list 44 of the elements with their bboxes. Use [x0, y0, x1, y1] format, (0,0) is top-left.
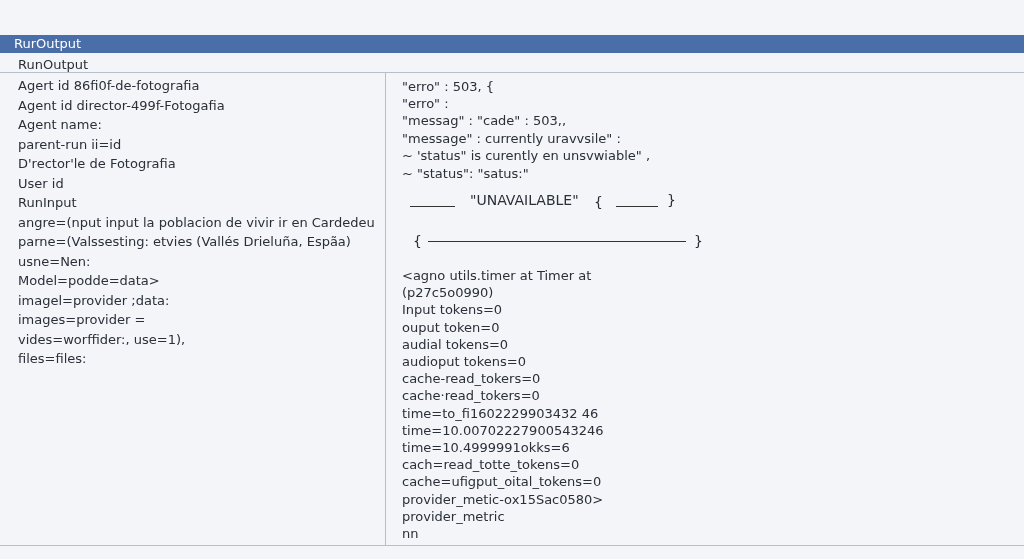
code-line: cach=read_totte_tokens=0: [402, 457, 580, 474]
field-line: usne=Nen:: [18, 253, 91, 270]
code-line: cache=ufigput_oital_tokens=0: [402, 474, 602, 491]
field-line: parent-run ii=id: [18, 136, 122, 153]
code-line: "messag" : "cade" : 503,,: [402, 113, 567, 129]
field-line: images=provider =: [18, 312, 146, 328]
field-line: vides=worffider:, use=1),: [18, 331, 186, 348]
field-line: Agert id 86fi0f-de-fotografia: [18, 78, 200, 94]
field-line: D'rector'le de Fotografia: [18, 156, 176, 172]
code-line: audioput tokens=0: [402, 354, 527, 370]
code-line: provider_metric: [402, 508, 505, 525]
brace: {: [594, 194, 603, 210]
code-line: audial tokens=0: [402, 336, 509, 353]
header-title: RurOutput: [14, 35, 82, 53]
code-line: time=10.00702227900543246: [402, 422, 604, 439]
code-line: (p27c5o0990): [402, 285, 494, 302]
code-line: Input tokens=0: [402, 302, 503, 319]
code-line: time=10.4999991okks=6: [402, 440, 570, 456]
code-line: "UNAVAILABLE": [470, 192, 579, 208]
code-line: "erro" : 503, {: [402, 79, 495, 95]
brace: {: [413, 233, 422, 249]
field-line: imagel=provider ;data:: [18, 292, 170, 309]
brace: }: [694, 233, 703, 249]
code-line: <agno utils.timer at Timer at: [402, 268, 592, 284]
code-line: ~ "status": "satus:": [402, 166, 529, 182]
field-line: Model=podde=data>: [18, 273, 160, 289]
field-line: Agent name:: [18, 117, 102, 133]
code-line: ouput token=0: [402, 319, 500, 336]
field-line: parne=(Valssesting: etvies (Vallés Drieluña, Espãa): [18, 234, 351, 250]
code-line: ~ 'status" is curently en unsvwiable" ,: [402, 148, 651, 164]
code-line: "message" : currently uravvsile" :: [402, 131, 621, 147]
field-line: User id: [18, 175, 64, 192]
field-line: files=files:: [18, 351, 87, 367]
brace: }: [667, 192, 676, 208]
field-line: angre=(nput input la poblacion de vivir ir en Cardedeu: [18, 214, 375, 231]
code-line: nn: [402, 526, 419, 542]
code-line: cache·read_tokers=0: [402, 388, 540, 405]
field-line: RunInput: [18, 195, 77, 211]
code-line: "erro" :: [402, 96, 449, 112]
code-line: provider_metic-ox15Sac0580>: [402, 491, 604, 508]
section-heading: RunOutput: [18, 57, 89, 73]
field-line: Agent id director-499f-Fotogafia: [18, 97, 225, 114]
code-line: time=to_fi1602229903432 46: [402, 405, 599, 422]
code-line: cache-read_tokers=0: [402, 371, 541, 388]
